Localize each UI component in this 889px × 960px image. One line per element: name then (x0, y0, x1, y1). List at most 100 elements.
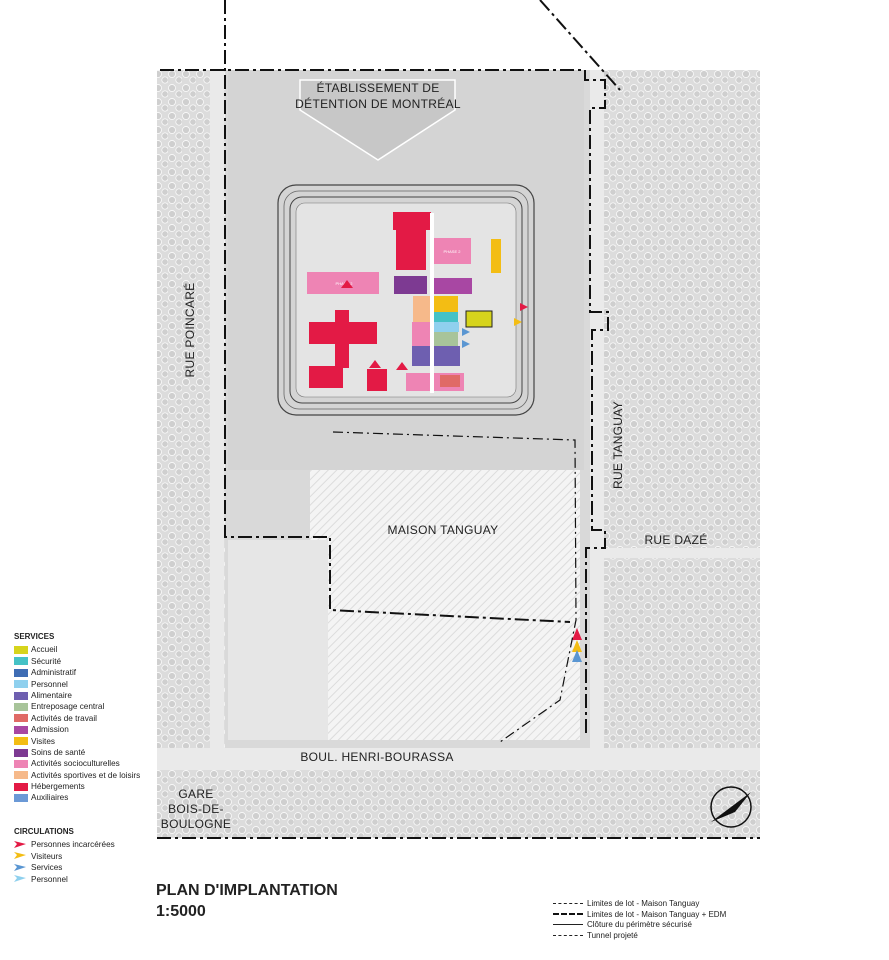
edm-label-line2: DÉTENTION DE MONTRÉAL (295, 96, 461, 111)
legend-item: Alimentaire (14, 690, 140, 701)
legend-swatch (14, 748, 28, 757)
legend-swatch (14, 782, 28, 791)
legend-swatch (14, 646, 28, 655)
gare-label-line3: BOULOGNE (161, 817, 231, 831)
maison-tanguay-site (310, 470, 580, 740)
hebergement-sw (309, 366, 343, 388)
line-key-label: Clôture du périmètre sécurisé (587, 920, 692, 930)
line-key-sample (553, 934, 583, 937)
legend-label: Activités socioculturelles (31, 759, 120, 769)
legend-item: Activités sportives et de loisirs (14, 770, 140, 781)
edm-label-line1: ÉTABLISSEMENT DE (316, 80, 439, 95)
alimentaire (412, 346, 460, 366)
legend-label: Alimentaire (31, 690, 72, 700)
legend-label: Sécurité (31, 656, 62, 666)
edm-building (299, 79, 456, 161)
soins-sante (394, 276, 427, 294)
legend-item: Visites (14, 736, 140, 747)
circulation-arrows (337, 280, 582, 662)
legend-swatch (14, 657, 28, 666)
legend-label: Activités sportives et de loisirs (31, 770, 141, 780)
circulation-label: Personnes incarcérées (31, 840, 115, 850)
arrow-icon (14, 875, 26, 883)
legend-swatch (14, 725, 28, 734)
secure-perimeter (277, 184, 535, 416)
line-key-sample (553, 902, 583, 905)
line-key-item: Tunnel projeté (553, 931, 726, 942)
line-key-item: Limites de lot - Maison Tanguay + EDM (553, 910, 726, 921)
rue-tanguay-label: RUE TANGUAY (611, 401, 625, 489)
rue-daze-road (604, 548, 760, 558)
plan-scale: 1:5000 (156, 903, 206, 920)
line-key-label: Tunnel projeté (587, 930, 638, 940)
legend-swatch (14, 737, 28, 746)
legend-item: Personnel (14, 679, 140, 690)
legend-label: Personnel (31, 679, 68, 689)
legend-item: Admission (14, 724, 140, 735)
admission (432, 278, 472, 294)
north-arrow-icon (710, 786, 752, 828)
legend-swatch (14, 691, 28, 700)
boul-henri-bourassa-label: BOUL. HENRI-BOURASSA (300, 750, 453, 764)
rue-tanguay-road (590, 70, 604, 760)
circulation-item: Personnel (14, 874, 115, 885)
lot-limit-edm (160, 69, 609, 735)
circulations-legend-title: CIRCULATIONS (14, 827, 74, 836)
circulation-label: Services (31, 863, 63, 873)
circulation-label: Visiteurs (31, 851, 63, 861)
arrow-icon (14, 852, 26, 860)
rue-daze-label: RUE DAZÉ (644, 532, 707, 547)
legend-label: Soins de santé (31, 747, 86, 757)
line-key-sample (553, 924, 583, 926)
accueil (465, 310, 493, 328)
building-plan: PHASE 2 PHASE 2 (307, 212, 501, 393)
legend-label: Auxiliaires (31, 793, 69, 803)
legend-swatch (14, 771, 28, 780)
gare-label-line1: GARE (178, 787, 213, 801)
legend-item: Hébergements (14, 781, 140, 792)
line-key-label: Limites de lot - Maison Tanguay (587, 899, 700, 908)
line-key-sample (553, 912, 583, 916)
line-key-label: Limites de lot - Maison Tanguay + EDM (587, 909, 727, 919)
legend-swatch (14, 760, 28, 768)
legend-swatch (14, 668, 28, 677)
gare-label-line2: BOIS-DE- (168, 802, 224, 816)
maison-tanguay-label: MAISON TANGUAY (388, 523, 499, 537)
parking-area (228, 540, 328, 740)
sport-block (413, 296, 431, 322)
legend-item: Activités socioculturelles (14, 758, 140, 769)
arrow-icon (14, 863, 26, 871)
plan-title: PLAN D'IMPLANTATION 1:5000 (156, 880, 338, 922)
services-legend-title: SERVICES (14, 632, 55, 641)
legend-item: Activités de travail (14, 713, 140, 724)
plan-title-line1: PLAN D'IMPLANTATION (156, 882, 338, 899)
line-key-item: Clôture du périmètre sécurisé (553, 920, 726, 931)
circulation-item: Services (14, 862, 115, 873)
legend-label: Admission (31, 725, 69, 735)
lot-limit-tanguay (332, 431, 577, 743)
hebergement-s (367, 369, 387, 391)
rue-poincare-road (210, 70, 224, 760)
legend-item: Entreposage central (14, 701, 140, 712)
legend-label: Accueil (31, 645, 58, 655)
hebergement-top (393, 212, 431, 230)
phase2-west (307, 272, 379, 294)
circulation-item: Personnes incarcérées (14, 839, 115, 850)
legend-label: Visites (31, 736, 55, 746)
legend-item: Auxiliaires (14, 792, 140, 803)
phase2-east-label: PHASE 2 (444, 249, 462, 254)
legend-swatch (14, 680, 28, 689)
legend-item: Soins de santé (14, 747, 140, 758)
legend-label: Entreposage central (31, 702, 105, 712)
south-residential (157, 770, 760, 838)
legend-label: Administratif (31, 668, 77, 678)
circulation-item: Visiteurs (14, 851, 115, 862)
legend-swatch (14, 703, 28, 712)
legend-item: Administratif (14, 667, 140, 678)
legend-label: Activités de travail (31, 713, 97, 723)
